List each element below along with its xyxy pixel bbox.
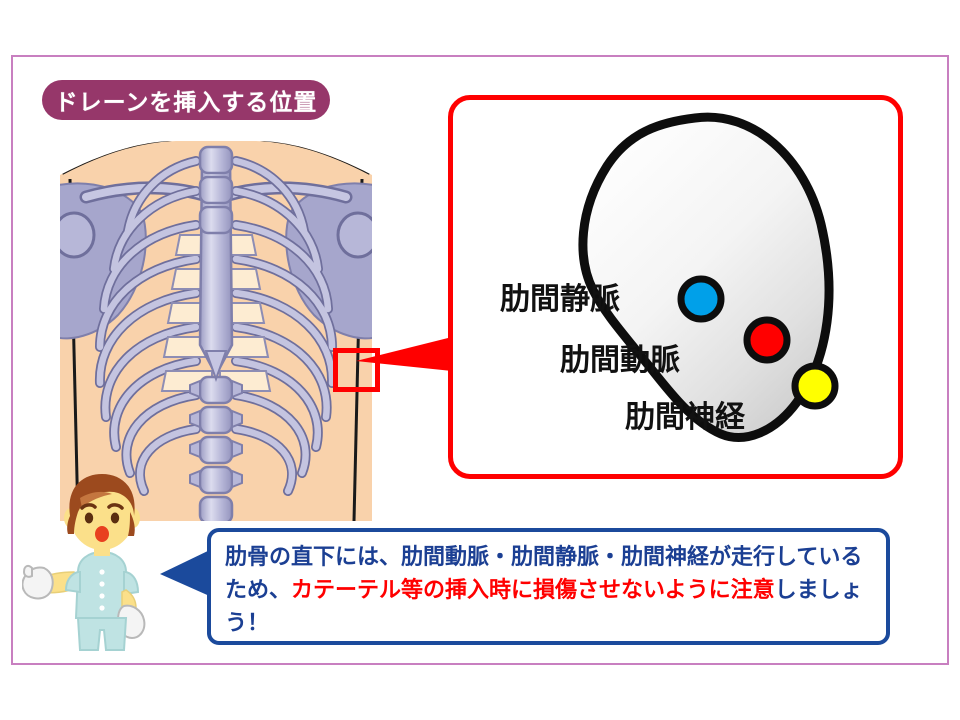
caption-part-3: しましょう！: [225, 578, 863, 636]
title-badge-label: ドレーンを挿入する位置: [54, 90, 318, 116]
caption-text: 肋骨の直下には、肋間動脈・肋間静脈・肋間神経が走行しているため、カテーテル等の挿…: [225, 541, 877, 640]
caption-part-1: 肋骨の直下には、肋間動脈・肋間静脈・肋間神経が走行しているため、: [225, 545, 863, 603]
caption-box: 肋骨の直下には、肋間動脈・肋間静脈・肋間神経が走行しているため、カテーテル等の挿…: [207, 528, 890, 645]
slide-frame: [11, 55, 949, 665]
caption-tail: [160, 548, 216, 600]
thorax-illustration: [56, 139, 376, 521]
caption-part-2-accent: カテーテル等の挿入時に損傷させないように注意: [291, 578, 775, 603]
label-intercostal-artery: 肋間動脈: [560, 343, 680, 378]
label-intercostal-nerve: 肋間神経: [625, 400, 745, 435]
insertion-site-marker: [333, 348, 380, 392]
label-intercostal-vein: 肋間静脈: [500, 282, 620, 317]
title-badge: ドレーンを挿入する位置: [42, 80, 330, 120]
callout-connector: [356, 337, 456, 389]
nurse-character: [22, 468, 182, 653]
